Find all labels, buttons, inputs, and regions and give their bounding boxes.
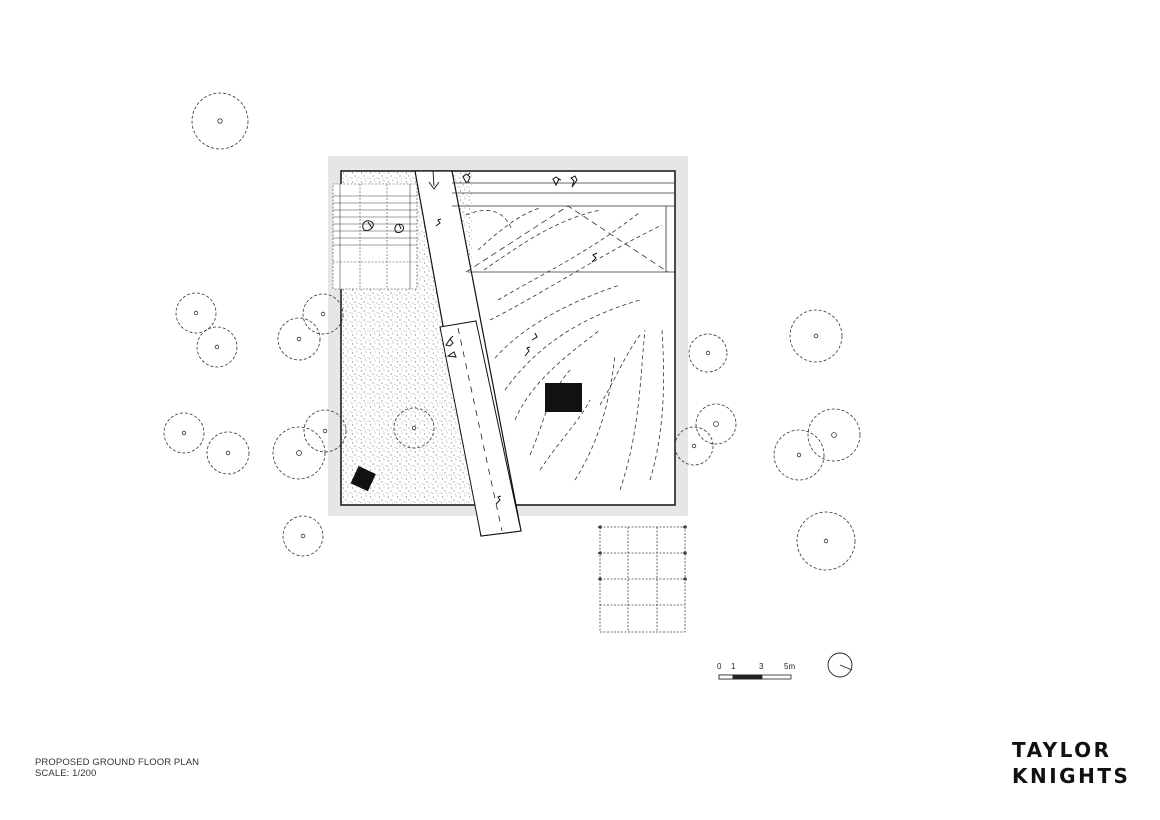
drawing-title: PROPOSED GROUND FLOOR PLAN <box>35 757 200 768</box>
drawing-scale: SCALE: 1/200 <box>35 768 97 779</box>
diagonal-walkway <box>414 170 522 537</box>
roof-outline-dashed <box>465 205 669 273</box>
figure-icon <box>362 172 598 505</box>
top-rails <box>452 182 675 273</box>
paving-grid <box>598 525 687 633</box>
brand-line-2: KNIGHTS <box>1012 764 1131 788</box>
scale-tick-label: 5m <box>784 662 795 671</box>
pergola-grid <box>332 183 418 290</box>
brand-logo: TAYLOR KNIGHTS <box>1012 737 1130 789</box>
scale-bar-icon: 0 1 3 5m <box>717 662 795 680</box>
scale-tick-label: 1 <box>731 662 736 671</box>
solid-block-east <box>545 383 582 412</box>
north-arrow-icon <box>827 652 853 678</box>
scale-tick-label: 3 <box>759 662 764 671</box>
drawing-caption: PROPOSED GROUND FLOOR PLAN SCALE: 1/200 <box>35 757 199 779</box>
tree-icon <box>163 92 861 571</box>
solid-block-west <box>350 466 376 492</box>
scale-tick-label: 0 <box>717 662 722 671</box>
brand-line-1: TAYLOR <box>1012 738 1112 762</box>
